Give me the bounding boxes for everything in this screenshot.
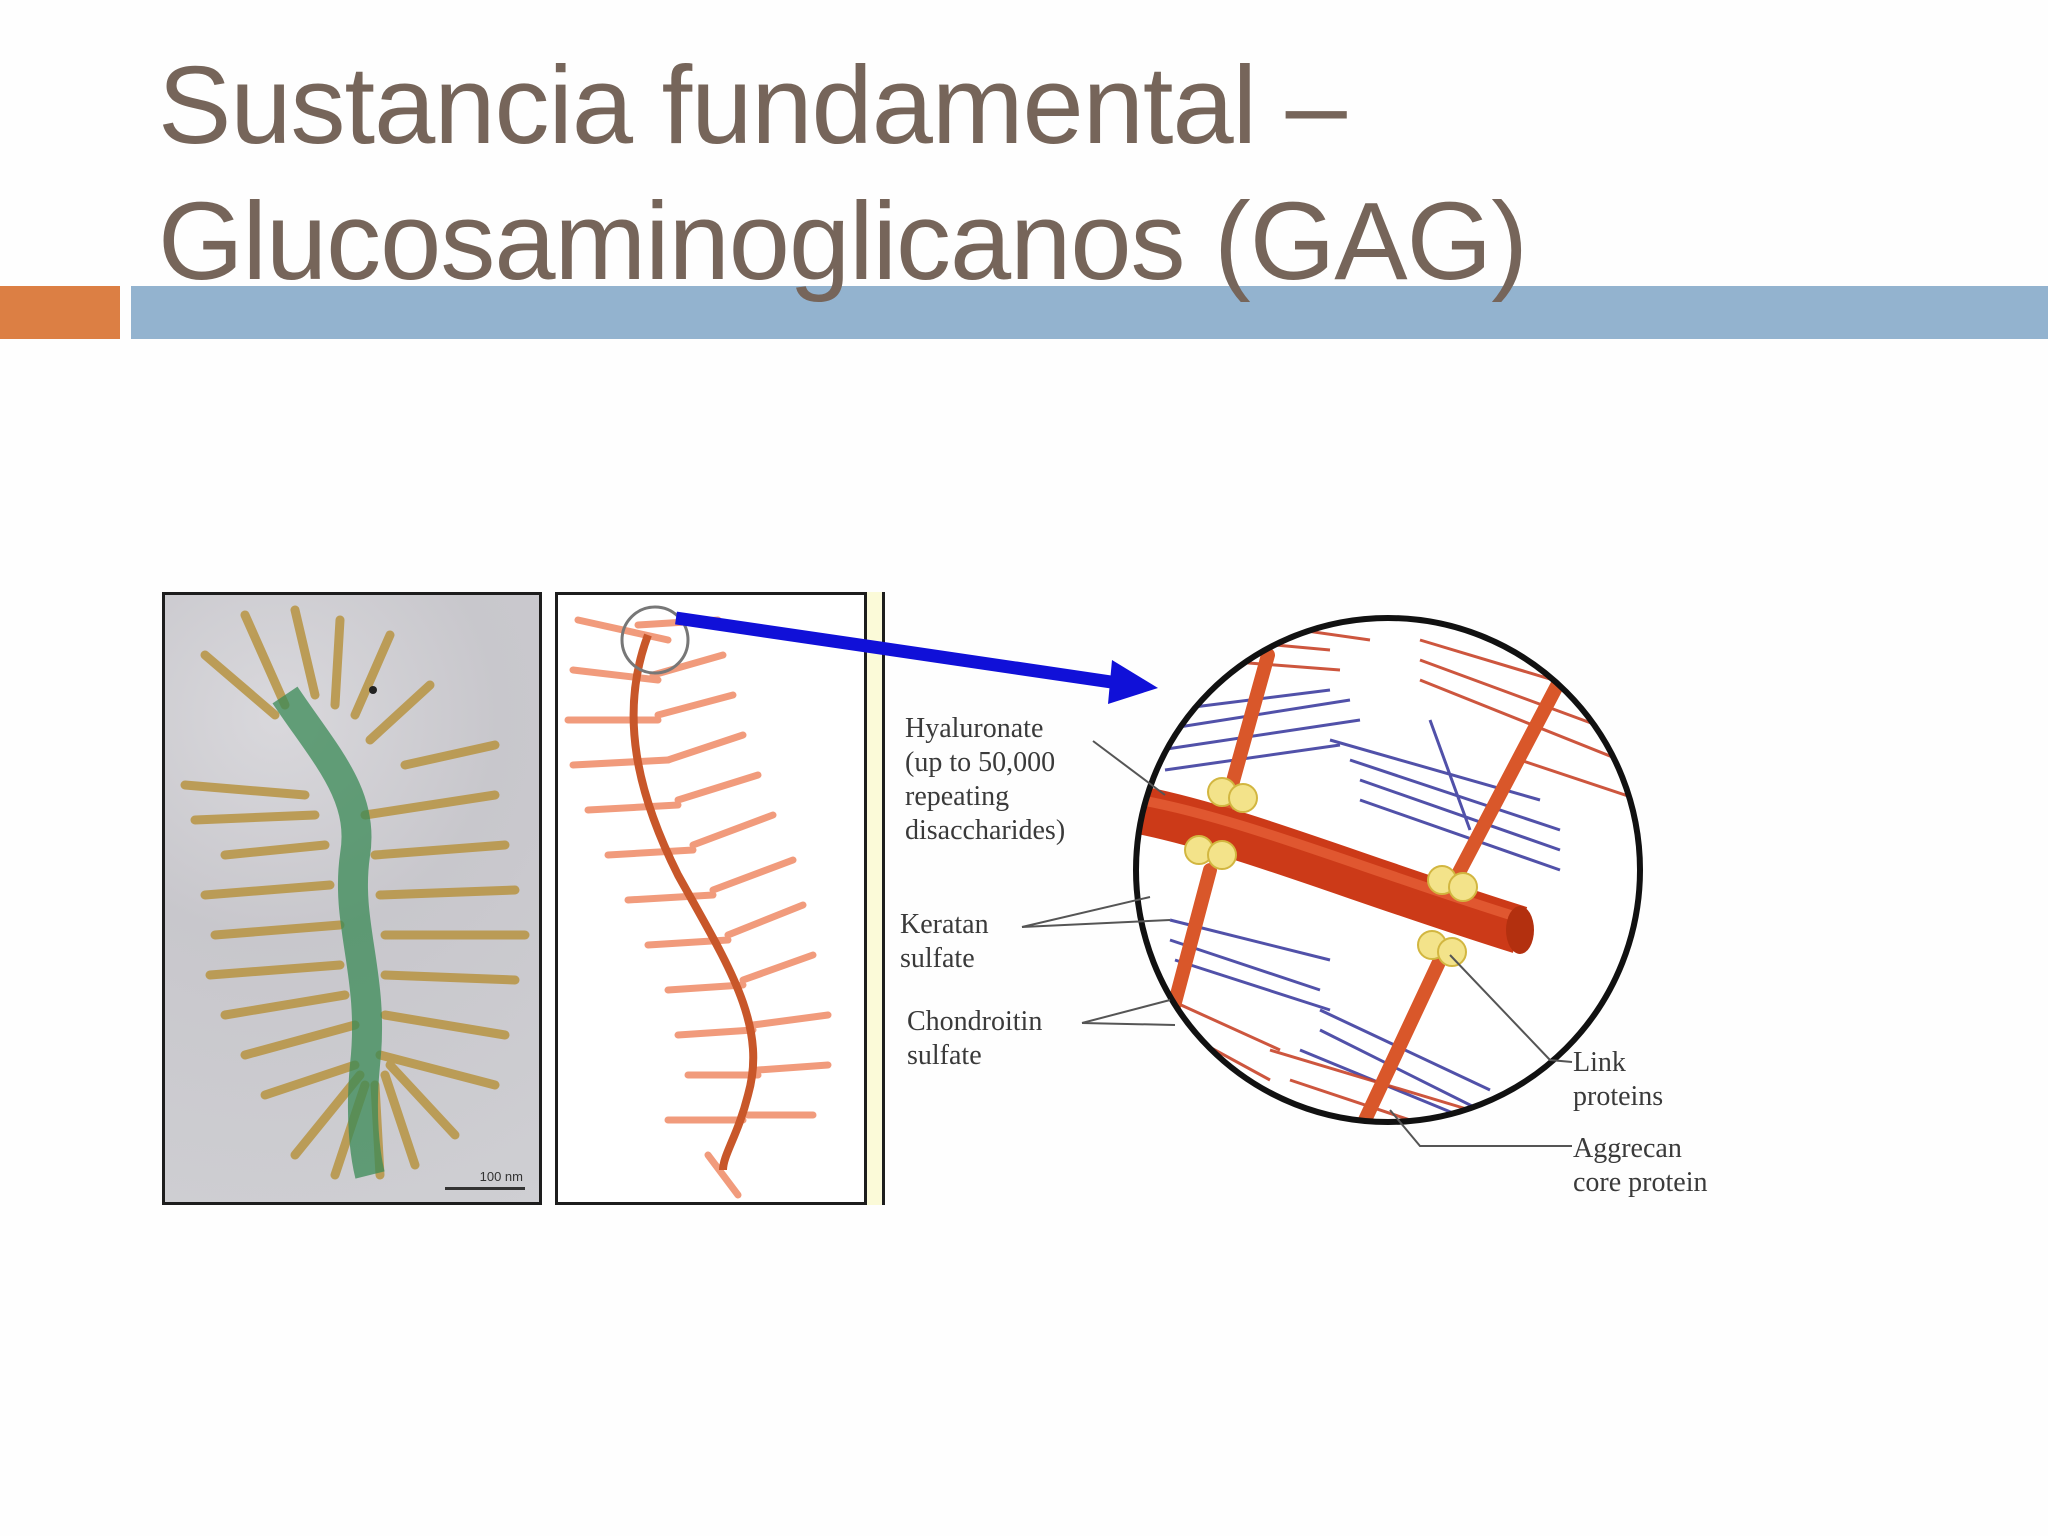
scale-bar	[445, 1187, 525, 1190]
label-chondroitin-sulfate: Chondroitin sulfate	[907, 1006, 1043, 1071]
panel-divider	[867, 592, 885, 1205]
proteoglycan-schematic	[564, 605, 832, 1199]
label-hyaluronate: Hyaluronate (up to 50,000 repeating disa…	[905, 713, 1066, 846]
magnify-circle	[620, 605, 690, 675]
micrograph-panel: 100 nm	[162, 592, 542, 1205]
label-aggrecan-core-protein: Aggrecan core protein	[1573, 1133, 1708, 1198]
accent-bar-blue	[131, 286, 2048, 339]
title-line-1: Sustancia fundamental –	[158, 44, 1347, 167]
accent-bar-orange	[0, 286, 120, 339]
title-line-2: Glucosaminoglicanos (GAG)	[158, 180, 1528, 303]
scale-bar-label: 100 nm	[479, 1169, 523, 1184]
magnified-circle-outline	[1133, 615, 1643, 1125]
schematic-panel	[555, 592, 867, 1205]
proteoglycan-micrograph	[180, 605, 530, 1180]
slide-title: Sustancia fundamental – Glucosaminoglica…	[158, 38, 1528, 310]
label-keratan-sulfate: Keratan sulfate	[900, 909, 989, 974]
label-link-proteins: Link proteins	[1573, 1047, 1664, 1112]
arrow-icon	[675, 611, 1158, 704]
